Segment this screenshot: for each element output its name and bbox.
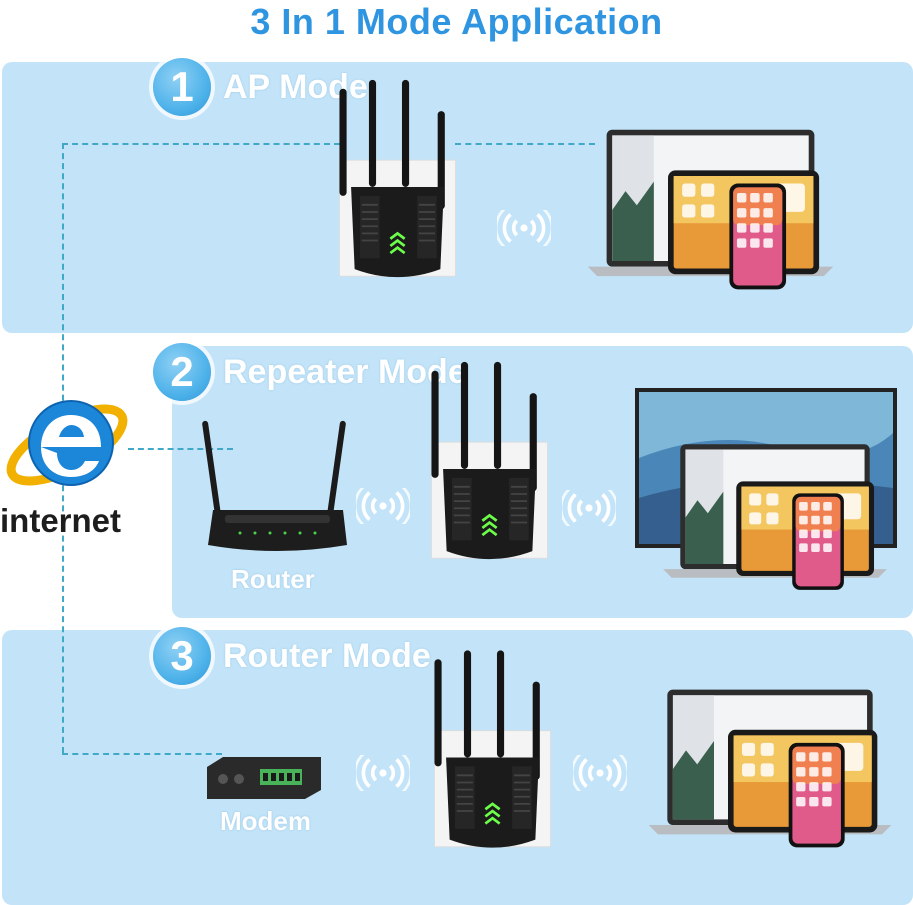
mode-heading-router: 3 Router Mode	[153, 627, 431, 685]
page-title: 3 In 1 Mode Application	[250, 1, 663, 42]
modem-device	[207, 757, 321, 799]
mode-label: Router Mode	[223, 636, 431, 675]
mode-label: Repeater Mode	[223, 352, 467, 391]
wifi-repeater-device	[429, 360, 550, 561]
wifi-repeater-device	[337, 78, 458, 279]
modem-label: Modem	[220, 806, 311, 836]
connection-line-ap-device	[455, 143, 595, 145]
router-device	[202, 420, 347, 551]
connection-line-router	[128, 448, 233, 450]
laptop-tablet-phone-group	[587, 129, 834, 290]
wifi-signal-icon	[356, 488, 410, 524]
wifi-signal-icon	[356, 755, 410, 791]
laptop-tablet-phone-group	[648, 689, 892, 848]
mode-number-badge: 1	[153, 58, 211, 116]
mode-heading-repeater: 2 Repeater Mode	[153, 343, 467, 401]
mode-number-badge: 2	[153, 343, 211, 401]
internet-label: internet	[0, 502, 122, 539]
connection-line-ap	[62, 143, 340, 145]
laptop-tablet-phone-group	[663, 444, 887, 590]
mode-number-badge: 3	[153, 627, 211, 685]
wifi-repeater-device	[432, 648, 553, 850]
wifi-signal-icon	[497, 210, 551, 246]
router-label: Router	[231, 564, 315, 594]
wifi-signal-icon	[573, 755, 627, 791]
wifi-signal-icon	[562, 490, 616, 526]
internet-explorer-icon	[6, 400, 128, 486]
connection-line-modem	[62, 753, 222, 755]
